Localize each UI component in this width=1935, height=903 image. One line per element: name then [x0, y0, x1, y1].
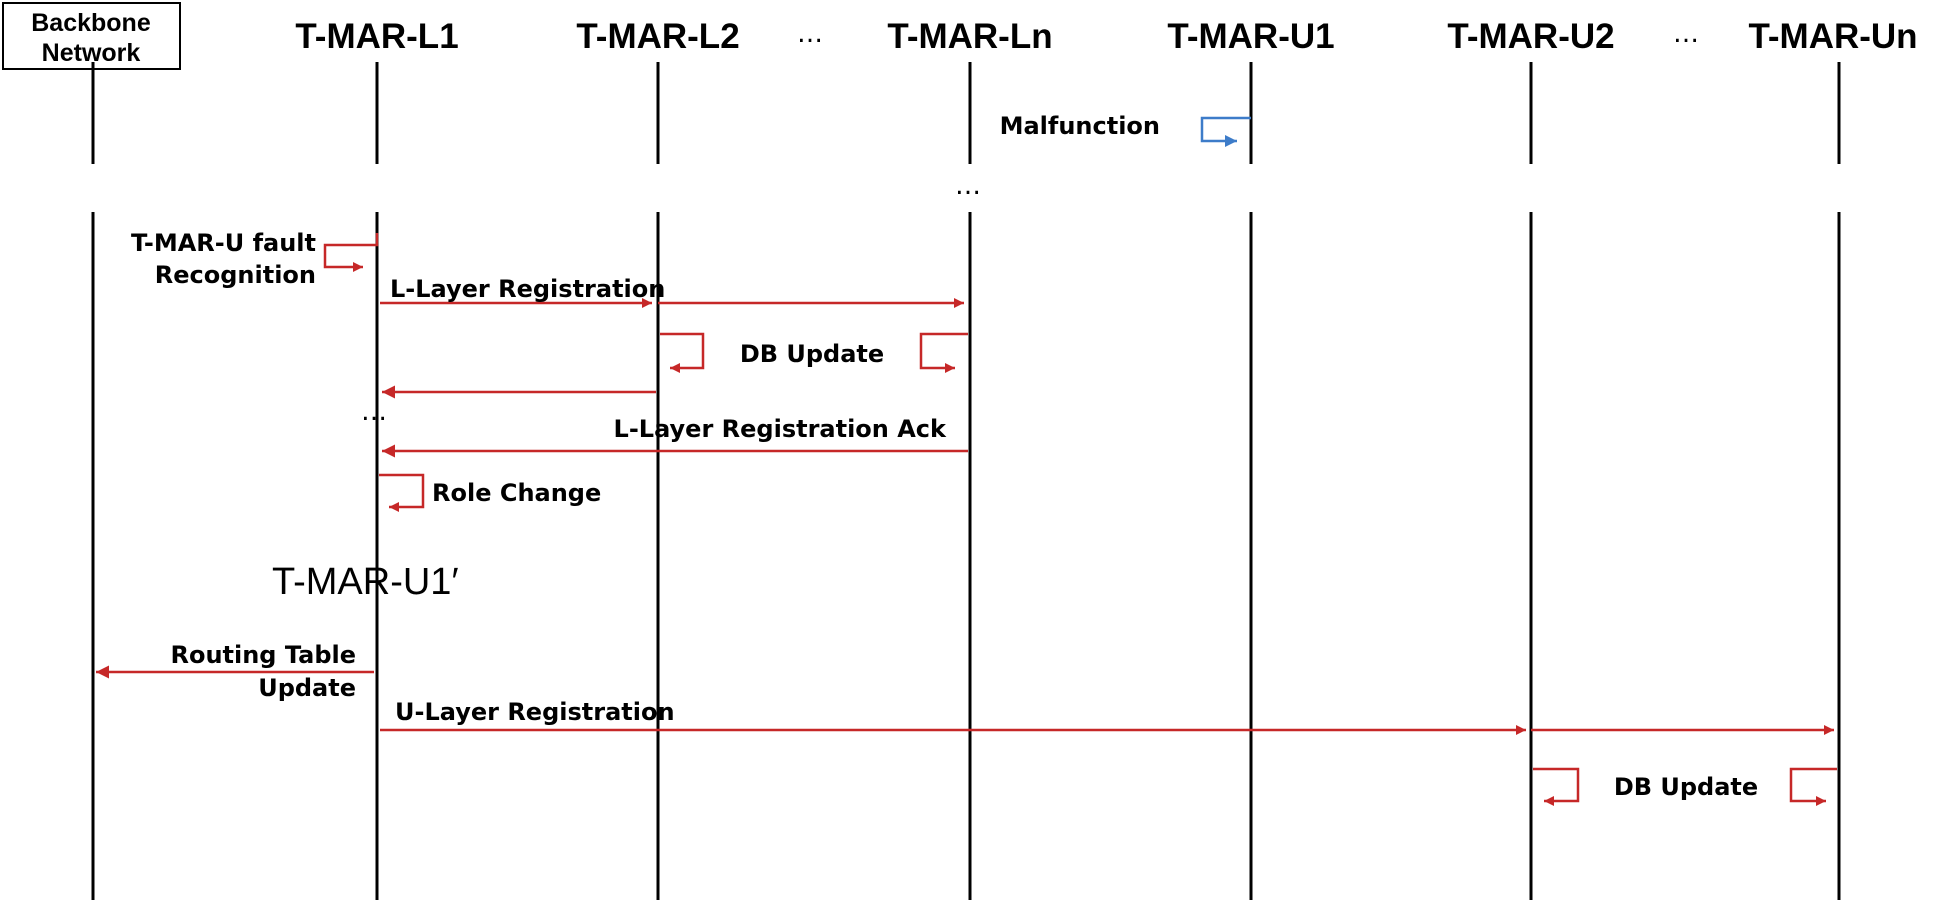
participant-t-mar-l2: T-MAR-L2: [576, 17, 739, 56]
role-change-label: Role Change: [432, 479, 601, 507]
role-change-arrow: [379, 473, 425, 512]
participant-t-mar-u1: T-MAR-U1: [1167, 17, 1334, 56]
routing-table-update-label-line1: Routing Table: [170, 641, 356, 669]
gap-ellipsis: …: [955, 171, 981, 201]
fault-recognition-arrow: [323, 233, 379, 272]
fault-recognition-label-line2: Recognition: [155, 261, 316, 289]
malfunction-arrow: [1200, 116, 1251, 147]
ack-ellipsis: …: [361, 397, 387, 427]
participant-backbone-network: Backbone Network: [2, 2, 181, 70]
participant-t-mar-un: T-MAR-Un: [1748, 17, 1917, 56]
lifelines-upper: [91, 62, 1841, 164]
l-layer-registration-ack-label: L-Layer Registration Ack: [614, 415, 948, 443]
header-ellipsis-2: …: [1673, 19, 1699, 49]
malfunction-label: Malfunction: [1000, 112, 1160, 140]
db-update-l2-arrow: [660, 332, 705, 373]
backbone-network-box: [2, 2, 181, 70]
u-layer-registration-label: U-Layer Registration: [395, 698, 675, 726]
lifelines-lower: [91, 212, 1841, 900]
fault-recognition-label-line1: T-MAR-U fault: [131, 229, 316, 257]
backbone-label-line2: Network: [42, 39, 141, 67]
db-update-u2-arrow: [1533, 767, 1580, 806]
backbone-label-line1: Backbone: [31, 9, 151, 37]
db-update-ln-arrow: [919, 332, 968, 373]
participant-t-mar-u2: T-MAR-U2: [1447, 17, 1614, 56]
db-update-l-label: DB Update: [740, 340, 884, 368]
db-update-un-arrow: [1789, 767, 1837, 806]
l-layer-registration-label: L-Layer Registration: [390, 275, 665, 303]
new-role-label: T-MAR-U1′: [272, 561, 459, 603]
header-ellipsis-1: …: [797, 19, 823, 49]
participant-t-mar-ln: T-MAR-Ln: [887, 17, 1052, 56]
participant-t-mar-l1: T-MAR-L1: [295, 17, 458, 56]
db-update-u-label: DB Update: [1614, 773, 1758, 801]
routing-table-update-label-line2: Update: [258, 674, 356, 702]
